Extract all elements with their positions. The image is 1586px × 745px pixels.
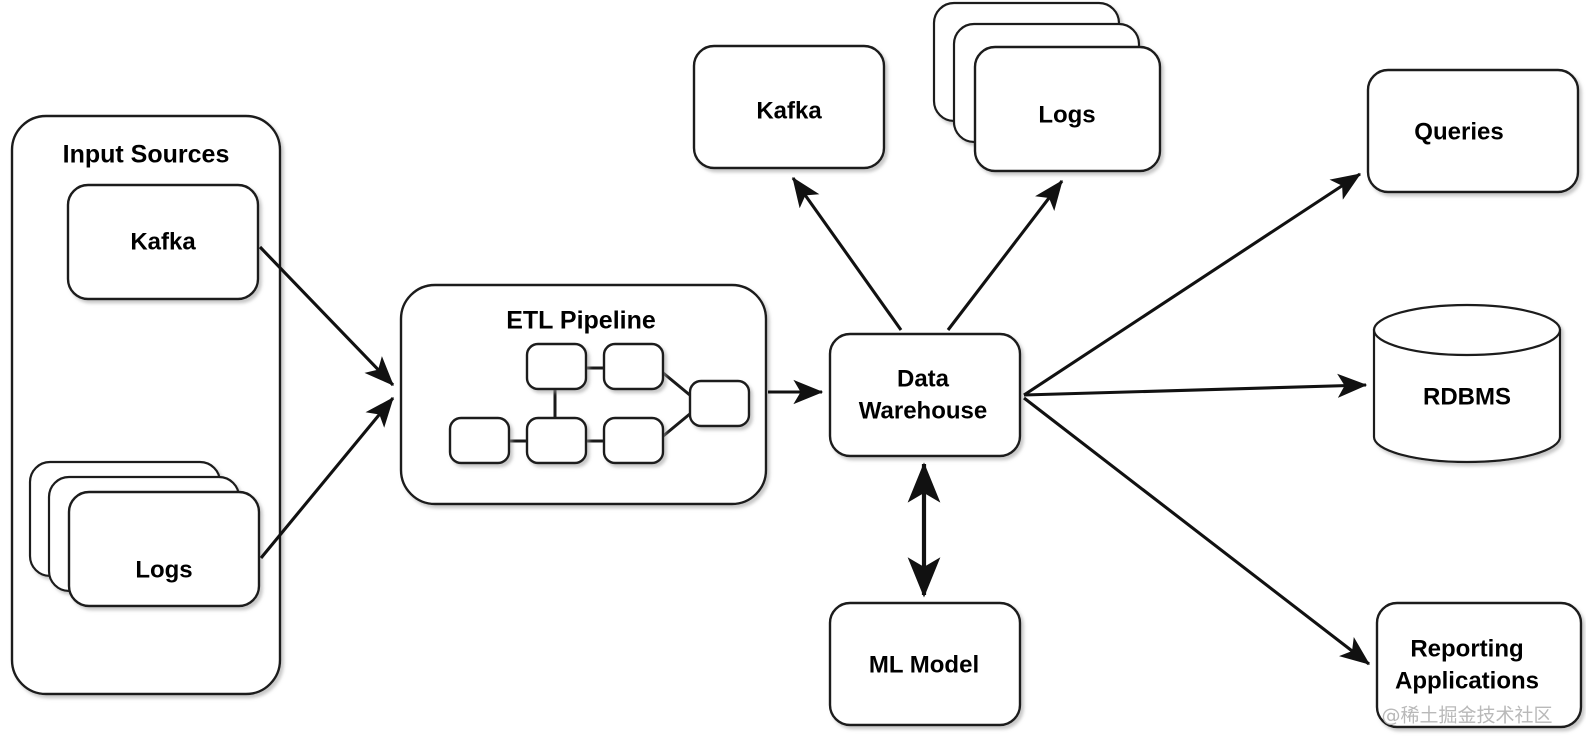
reporting-applications-box[interactable] [1375, 601, 1583, 729]
input-kafka-label: Kafka [130, 228, 196, 255]
output-logs-card-front[interactable] [973, 45, 1162, 173]
input-logs-card-front[interactable] [67, 490, 261, 608]
edge-input-logs-to-etl [259, 397, 395, 559]
data-warehouse-box[interactable] [828, 332, 1022, 458]
etl-inner-node-2[interactable] [602, 342, 665, 391]
etl-inner-node-4[interactable] [525, 416, 588, 465]
data-warehouse-label-line2: Warehouse [859, 397, 987, 424]
etl-inner-node-5[interactable] [602, 416, 665, 465]
edge-data-warehouse-to-output-kafka [791, 176, 903, 331]
rdbms-cylinder-top [1372, 303, 1562, 357]
node-data-warehouse[interactable]: Data Warehouse [828, 332, 1022, 458]
node-output-logs[interactable]: Logs [932, 1, 1162, 173]
node-reporting-applications[interactable]: Reporting Applications @稀土掘金技术社区 [1375, 601, 1583, 729]
input-kafka-box[interactable] [66, 183, 260, 301]
node-input-kafka[interactable]: Kafka [66, 183, 260, 301]
input-logs-label: Logs [135, 556, 192, 583]
etl-link-n5-n6 [661, 411, 692, 439]
output-kafka-label: Kafka [756, 97, 822, 124]
queries-box[interactable] [1366, 68, 1580, 194]
edge-data-warehouse-to-output-logs [946, 180, 1064, 331]
output-logs-label: Logs [1038, 101, 1095, 128]
ml-model-label: ML Model [869, 651, 979, 678]
node-input-logs[interactable]: Logs [28, 460, 261, 608]
node-output-kafka[interactable]: Kafka [692, 44, 886, 170]
reporting-applications-label-line1: Reporting [1410, 635, 1523, 662]
etl-link-n2-n6 [661, 370, 692, 398]
etl-inner-node-6[interactable] [688, 379, 751, 428]
node-rdbms[interactable]: RDBMS [1372, 303, 1562, 464]
rdbms-cylinder-body[interactable] [1372, 328, 1562, 464]
ml-model-box[interactable] [828, 601, 1022, 727]
node-ml-model[interactable]: ML Model [828, 601, 1022, 727]
output-kafka-box[interactable] [692, 44, 886, 170]
queries-label: Queries [1414, 118, 1503, 145]
watermark: @稀土掘金技术社区 [1381, 705, 1552, 727]
rdbms-label: RDBMS [1423, 383, 1511, 410]
input-sources-label: Input Sources [63, 141, 230, 169]
etl-pipeline-label: ETL Pipeline [506, 307, 656, 335]
etl-inner-node-3[interactable] [448, 416, 511, 465]
data-warehouse-label-line1: Data [897, 365, 950, 392]
edge-input-kafka-to-etl [258, 245, 395, 387]
edge-data-warehouse-to-rdbms [1023, 373, 1368, 398]
edge-data-warehouse-to-reporting [1023, 396, 1370, 666]
group-etl-pipeline[interactable]: ETL Pipeline [399, 283, 768, 506]
node-queries[interactable]: Queries [1366, 68, 1580, 194]
edge-data-warehouse-to-queries [1023, 172, 1362, 397]
etl-inner-node-1[interactable] [525, 342, 588, 391]
reporting-applications-label-line2: Applications [1395, 667, 1539, 694]
